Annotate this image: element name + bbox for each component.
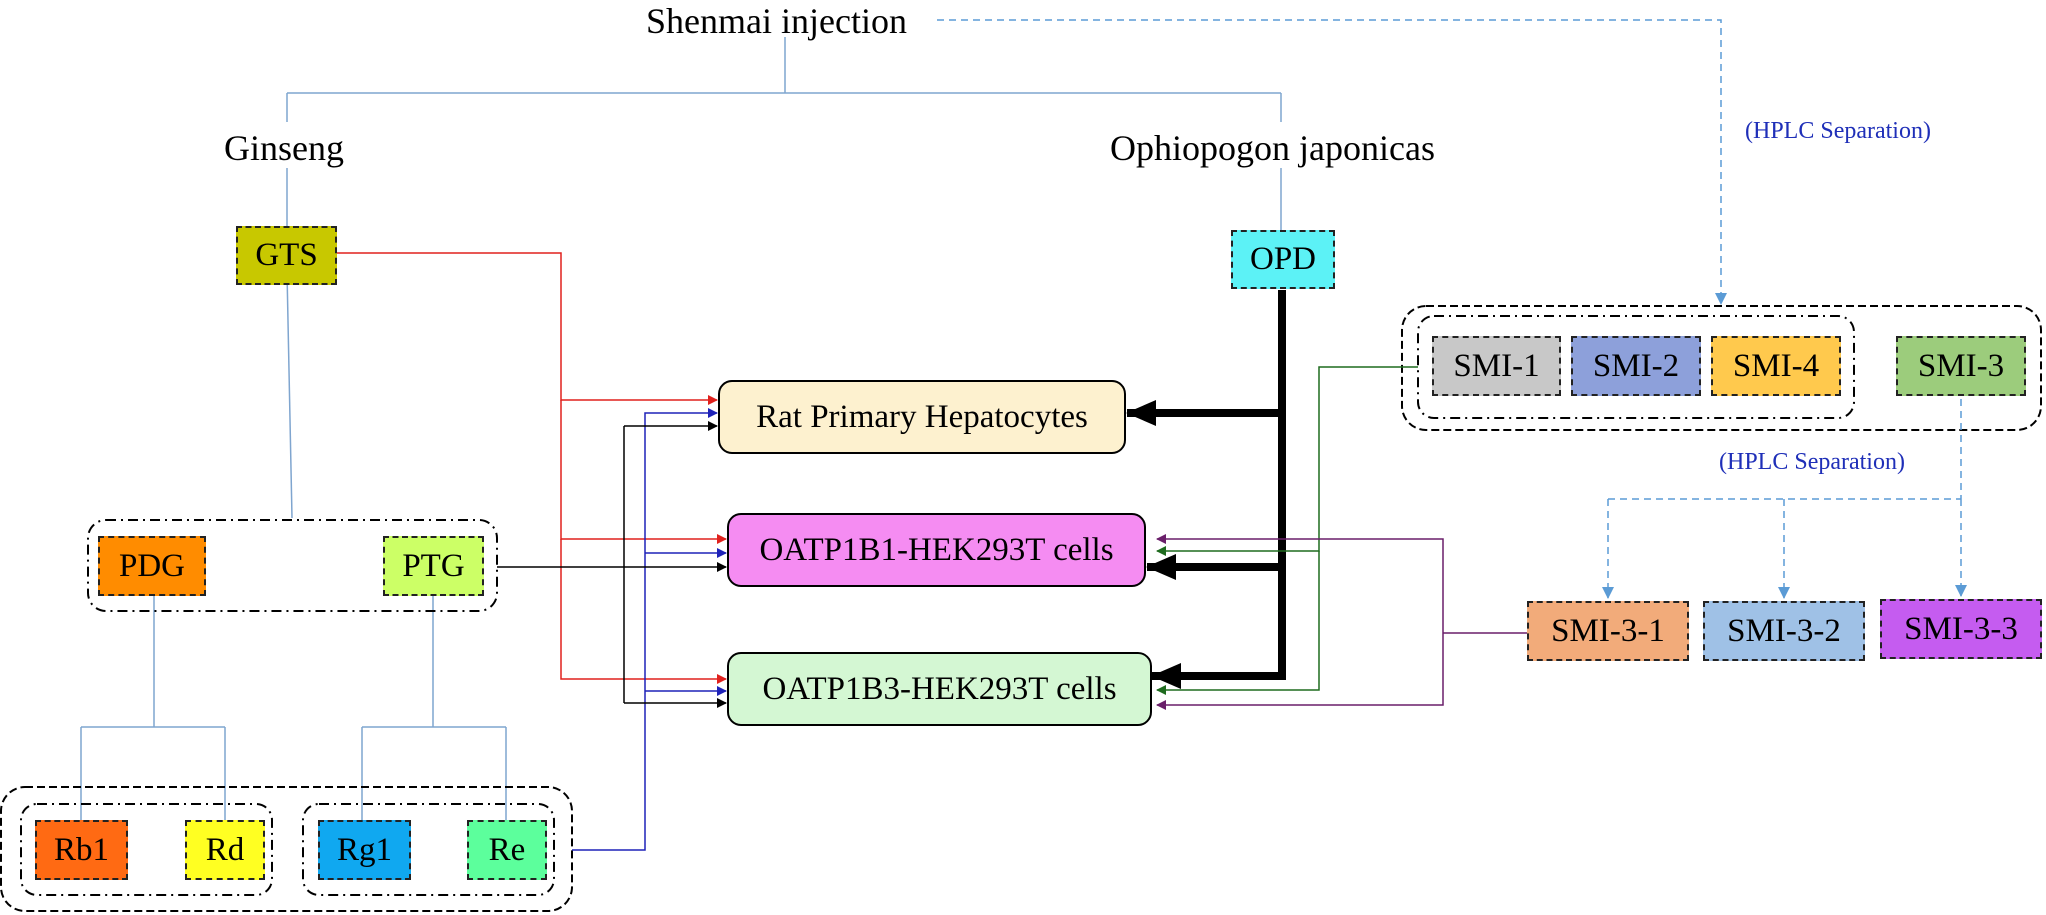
rg1-box: Rg1 — [318, 820, 411, 880]
gts-arrow-to-oatp1b3 — [560, 539, 727, 684]
oatp1b3-hek293t-box: OATP1B3-HEK293T cells — [727, 652, 1152, 726]
ginsenoside-arrow-to-rph — [572, 408, 718, 851]
ophiopogon-label: Ophiopogon japonicas — [1110, 128, 1435, 168]
smi-3-box: SMI-3 — [1896, 336, 2026, 396]
hplc-label-top: (HPLC Separation) — [1745, 118, 1931, 144]
smi-group-arrow-to-oatp1b1 — [1156, 366, 1418, 556]
tree-gts-to-pdg-ptg — [286, 271, 293, 519]
smi-3-1-arrows — [1156, 534, 1527, 710]
group-containers — [0, 305, 2042, 912]
ptg-arrows — [497, 421, 727, 708]
re-box: Re — [467, 820, 547, 880]
gts-arrow-to-rph — [337, 252, 718, 405]
smi-group-arrows — [1156, 366, 1418, 695]
rat-primary-hepatocytes-box: Rat Primary Hepatocytes — [718, 380, 1126, 454]
smi-group-arrow-to-oatp1b3 — [1156, 551, 1320, 695]
smi-2-box: SMI-2 — [1571, 336, 1701, 396]
group-rg1-re — [302, 803, 555, 896]
hplc-arrows — [937, 19, 1967, 599]
pdg-box: PDG — [98, 536, 206, 596]
ginseng-label: Ginseng — [224, 128, 344, 168]
smi-3-1-arrow-to-oatp1b3 — [1156, 633, 1444, 710]
group-ginsenosides-outer — [0, 786, 573, 912]
gts-arrow-to-oatp1b1 — [560, 400, 727, 544]
tree-shenmai-to-herbs — [286, 37, 1282, 122]
tree-pdg-to-rb1-rd — [80, 592, 226, 820]
opd-arrows — [1126, 290, 1286, 689]
group-smi-1-2-4 — [1417, 315, 1855, 419]
hplc-arrow-shenmai-to-smi — [937, 19, 1727, 305]
smi-3-3-box: SMI-3-3 — [1880, 599, 2042, 659]
ptg-box: PTG — [383, 536, 484, 596]
smi-3-1-box: SMI-3-1 — [1527, 601, 1689, 661]
tree-lines — [80, 37, 1282, 820]
gts-arrows — [337, 252, 727, 684]
smi-3-1-arrow-to-oatp1b1 — [1156, 534, 1444, 633]
diagram-title: Shenmai injection — [646, 1, 907, 41]
smi-3-2-box: SMI-3-2 — [1703, 601, 1865, 661]
oatp1b1-hek293t-box: OATP1B1-HEK293T cells — [727, 513, 1146, 587]
opd-box: OPD — [1231, 230, 1335, 289]
tree-ptg-to-rg1-re — [361, 592, 507, 820]
gts-box: GTS — [236, 226, 337, 285]
group-rb1-rd — [20, 803, 273, 896]
rd-box: Rd — [185, 820, 265, 880]
hplc-label-mid: (HPLC Separation) — [1719, 449, 1905, 475]
group-smi-outer — [1401, 305, 2042, 431]
ginsenoside-arrows — [572, 408, 727, 851]
smi-4-box: SMI-4 — [1711, 336, 1841, 396]
rb1-box: Rb1 — [35, 820, 128, 880]
smi-1-box: SMI-1 — [1432, 336, 1561, 396]
